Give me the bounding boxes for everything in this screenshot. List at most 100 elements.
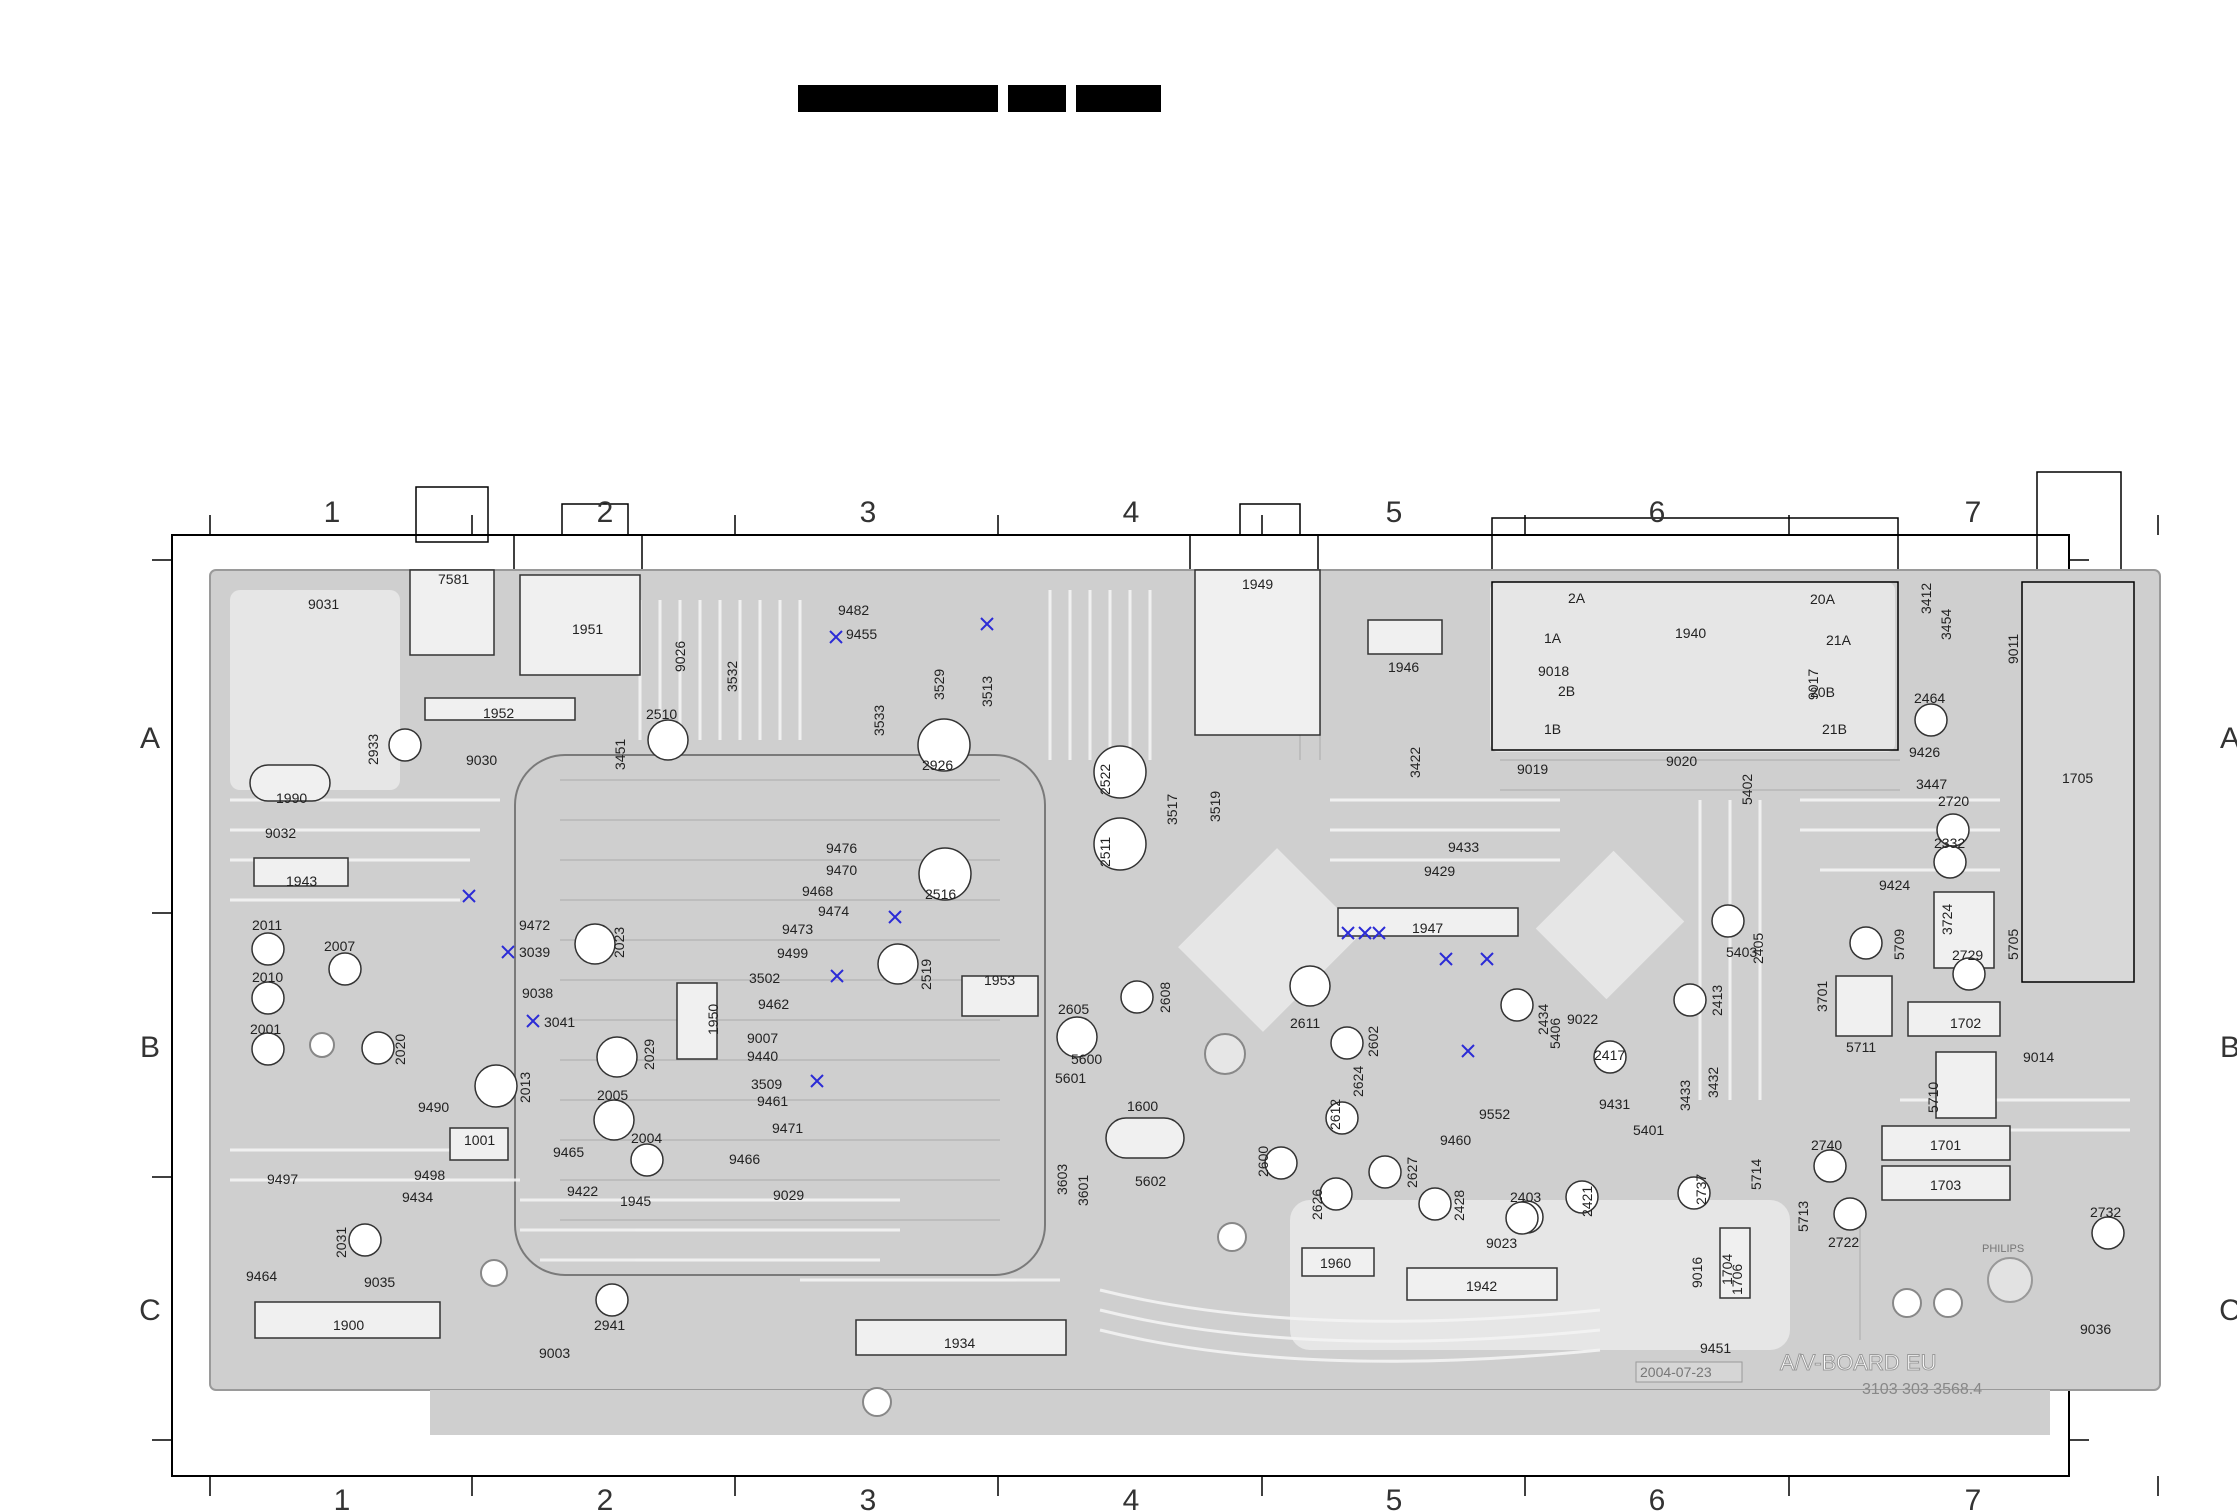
- component-label: 2010: [252, 969, 283, 985]
- component-label: 9433: [1448, 839, 1479, 855]
- component-label: 9007: [747, 1030, 778, 1046]
- component-label: 3603: [1054, 1164, 1070, 1195]
- component-label: 1706: [1729, 1264, 1745, 1295]
- connector-1940-region: 2A 20A 1A 21A 2B 20B 1B 21B: [1491, 581, 1899, 751]
- redacted-title-bars: [798, 85, 1161, 112]
- component-label: 2602: [1365, 1026, 1381, 1057]
- component-label: 9461: [757, 1093, 788, 1109]
- component-label: 3529: [931, 669, 947, 700]
- component-label: 9499: [777, 945, 808, 961]
- component-label: 2023: [611, 927, 627, 958]
- component-label: 1990: [276, 790, 307, 806]
- component-label: 9016: [1689, 1257, 1705, 1288]
- component-label: 2941: [594, 1317, 625, 1333]
- component-label: 2029: [641, 1039, 657, 1070]
- row-label: A: [140, 722, 160, 755]
- pin-label: 1B: [1544, 721, 1561, 737]
- component-label: 3432: [1705, 1067, 1721, 1098]
- board-part-number: 3103 303 3568.4: [1862, 1381, 1982, 1398]
- component-label: 5600: [1071, 1051, 1102, 1067]
- component-label: 5709: [1891, 929, 1907, 960]
- col-label: 2: [597, 1484, 614, 1512]
- row-label: C: [2219, 1294, 2237, 1327]
- component-label: 9497: [267, 1171, 298, 1187]
- cross-markers: [462, 617, 1494, 1088]
- component-label: 2516: [925, 886, 956, 902]
- component-label: 2434: [1535, 1004, 1551, 1035]
- component-label: 1704: [1719, 1254, 1735, 1285]
- component-label: 9465: [553, 1144, 584, 1160]
- component-label: 3532: [724, 661, 740, 692]
- component-label: 9022: [1567, 1011, 1598, 1027]
- component-label: 1950: [705, 1004, 721, 1035]
- component-label: 2729: [1952, 947, 1983, 963]
- row-label: A: [2220, 722, 2237, 755]
- board-date-code: 2004-07-23: [1640, 1364, 1712, 1380]
- component-label: 3451: [612, 739, 628, 770]
- pin-label: 21B: [1822, 721, 1847, 737]
- component-label: 5710: [1925, 1082, 1941, 1113]
- component-label: 9003: [539, 1345, 570, 1361]
- column-labels-bottom: 1 2 3 4 5 6 7: [334, 1484, 1982, 1512]
- component-label: 9431: [1599, 1096, 1630, 1112]
- board-silkscreen: A/V-BOARD EU 2004-07-23 3103 303 3568.4 …: [1635, 1243, 2033, 1398]
- component-label: 3601: [1075, 1175, 1091, 1206]
- component-label: 2005: [597, 1087, 628, 1103]
- col-label: 5: [1386, 496, 1403, 529]
- component-label: 2332: [1934, 835, 1965, 851]
- board-name: A/V-BOARD EU: [1780, 1350, 1936, 1375]
- component-label: 1001: [464, 1132, 495, 1148]
- component-label: 5713: [1795, 1201, 1811, 1232]
- component-label: 3447: [1916, 776, 1947, 792]
- component-label: 3502: [749, 970, 780, 986]
- component-label: 9552: [1479, 1106, 1510, 1122]
- component-label: 2722: [1828, 1234, 1859, 1250]
- col-label: 1: [324, 496, 341, 529]
- component-label: 3412: [1918, 583, 1934, 614]
- philips-logo-text: PHILIPS: [1982, 1243, 2024, 1255]
- component-label: 5401: [1633, 1122, 1664, 1138]
- component-label: 2605: [1058, 1001, 1089, 1017]
- component-label: 9471: [772, 1120, 803, 1136]
- col-label: 3: [860, 1484, 877, 1512]
- component-label: 1701: [1930, 1137, 1961, 1153]
- component-label: 2011: [252, 917, 282, 933]
- component-label: 9498: [414, 1167, 445, 1183]
- component-label: 1942: [1466, 1278, 1497, 1294]
- component-label: 3454: [1938, 609, 1954, 640]
- component-label: 9011: [2005, 634, 2021, 664]
- component-label: 3509: [751, 1076, 782, 1092]
- component-label: 9426: [1909, 744, 1940, 760]
- component-label: 2004: [631, 1130, 662, 1146]
- component-label: 9031: [308, 596, 339, 612]
- component-label: 2732: [2090, 1204, 2121, 1220]
- component-label: 9029: [773, 1187, 804, 1203]
- component-label: 3513: [979, 676, 995, 707]
- component-label: 1949: [1242, 576, 1273, 592]
- component-label: 2417: [1594, 1047, 1625, 1063]
- component-label: 5714: [1748, 1159, 1764, 1190]
- component-label: 9422: [567, 1183, 598, 1199]
- component-label: 1703: [1930, 1177, 1961, 1193]
- component-label: 9462: [758, 996, 789, 1012]
- component-label: 3701: [1814, 981, 1830, 1012]
- component-label: 5403: [1726, 944, 1757, 960]
- component-label: 1952: [483, 705, 514, 721]
- col-label: 2: [597, 496, 614, 529]
- module-1705-outline: [2021, 581, 2135, 983]
- component-label: 9490: [418, 1099, 449, 1115]
- row-labels: A B C A B C: [139, 722, 2237, 1327]
- col-label: 4: [1123, 1484, 1140, 1512]
- component-label: 1947: [1412, 920, 1443, 936]
- component-label: 2013: [517, 1072, 533, 1103]
- capacitor-circles: [251, 703, 2125, 1317]
- component-label: 3533: [871, 705, 887, 736]
- component-label: 9032: [265, 825, 296, 841]
- pin-label: 20A: [1810, 591, 1836, 607]
- component-label: 9020: [1666, 753, 1697, 769]
- component-label: 2020: [392, 1034, 408, 1065]
- component-label: 1940: [1675, 625, 1706, 641]
- component-label: 9036: [2080, 1321, 2111, 1337]
- component-label: 2600: [1255, 1146, 1271, 1177]
